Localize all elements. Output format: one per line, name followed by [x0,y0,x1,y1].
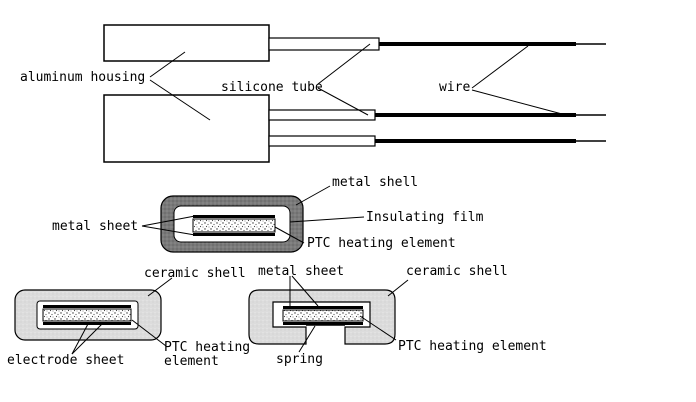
leader-electrode-1 [71,323,89,355]
top-assembly: aluminum housing silicone tube wire [20,24,606,163]
label-metal-sheet: metal sheet [52,219,138,234]
leader-silicone-tube-1 [317,43,371,85]
leader-aluminum-housing-2 [149,79,211,121]
leader-metal-shell [295,185,331,206]
leader-ptc-1 [274,226,305,244]
ptc-heating-element [42,308,132,322]
label-electrode-sheet: electrode sheet [7,353,124,368]
label-ceramic-shell: ceramic shell [406,264,508,279]
label-insulating-film: Insulating film [366,210,484,225]
label-ceramic-shell: ceramic shell [144,266,246,281]
metal-sheet-bottom [193,233,275,236]
leader-electrode-2 [71,323,103,355]
label-ptc-heating-line1: PTC heating [164,340,250,355]
leader-ptc-2 [131,319,167,347]
leader-silicone-tube-2 [317,87,369,116]
leader-insulating-film [289,216,365,223]
silicone-tube-upper [268,37,380,51]
label-aluminum-housing: aluminum housing [20,70,145,85]
cross-section-ceramic-spring: metal sheet ceramic shell PTC heating el… [248,264,547,367]
cross-section-ceramic-electrode: ceramic shell electrode sheet PTC heatin… [7,266,250,369]
electrode-sheet-bottom [43,322,131,325]
label-ptc-heating-line2: element [164,354,219,369]
leader-metal-sheet-3b [291,275,319,307]
leader-spring [298,325,316,353]
leader-wire-2 [471,89,563,115]
leader-wire-1 [471,45,529,89]
label-metal-shell: metal shell [332,175,418,190]
leader-ceramic-shell [147,277,173,297]
label-ptc-heating-element: PTC heating element [307,236,456,251]
silicone-tube-lower-1 [268,109,376,121]
label-metal-sheet: metal sheet [258,264,344,279]
label-silicone-tube: silicone tube [221,80,323,95]
aluminum-housing-small [103,24,270,62]
leader-aluminum-housing-1 [149,51,186,78]
metal-sheet-bottom [283,322,363,325]
ceramic-shell-open [248,289,396,345]
electrode-sheet-top [43,305,131,308]
label-spring: spring [276,352,323,367]
cross-section-metal-shell: metal shell Insulating film metal sheet … [52,175,484,253]
leader-metal-sheet-2 [141,225,196,236]
label-wire: wire [439,80,470,95]
metal-sheet-top [193,215,275,218]
metal-sheet-top [283,306,363,309]
aluminum-housing-large [103,94,270,163]
ptc-heating-element [192,218,276,233]
silicone-tube-lower-2 [268,135,376,147]
leader-ptc-3 [359,315,397,341]
label-ptc-heating-element: PTC heating element [398,339,547,354]
leader-ceramic-shell-3 [387,279,409,297]
leader-metal-sheet-1 [141,215,196,227]
ptc-heating-element [282,309,364,322]
